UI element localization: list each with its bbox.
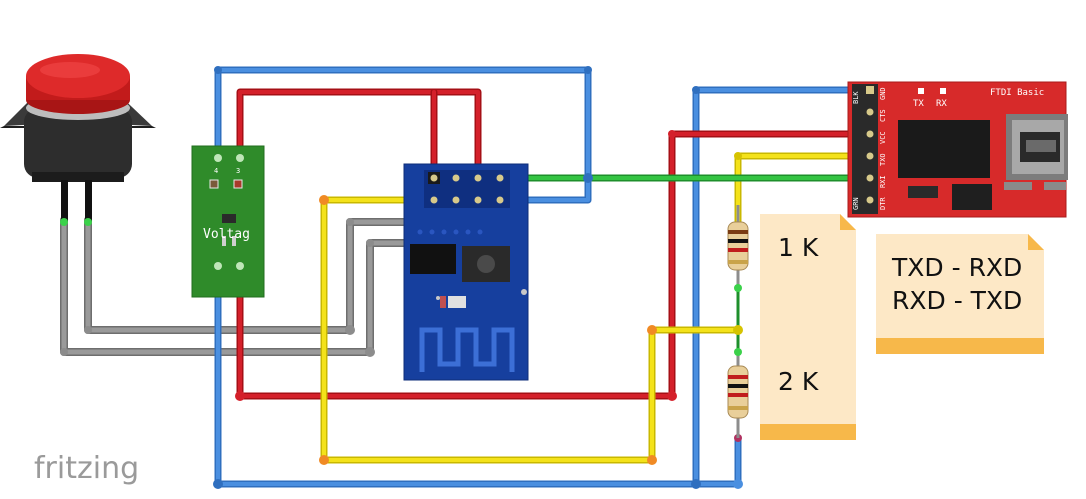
note-mapping-line-1: TXD - RXD — [891, 253, 1022, 282]
svg-text:RXI: RXI — [879, 175, 887, 188]
ftdi-rx-led-label: RX — [936, 99, 947, 109]
esp-antenna-trace — [419, 327, 515, 372]
resistor-2k — [727, 348, 749, 438]
push-button — [0, 54, 156, 226]
ftdi-basic-board: BLK GND CTS VCC TXO RXI DTR GRN TX RX FT… — [847, 81, 1068, 218]
ftdi-tx-led-label: TX — [913, 99, 924, 109]
svg-text:GND: GND — [879, 87, 887, 100]
ftdi-pin-headers — [866, 86, 874, 204]
note-uart-mapping: TXD - RXD RXD - TXD — [876, 234, 1044, 354]
note-2k-text: 2 K — [778, 367, 819, 396]
note-mapping-line-2: RXD - TXD — [892, 286, 1022, 315]
svg-text:VCC: VCC — [879, 131, 887, 144]
esp01-module — [403, 163, 529, 381]
voltage-regulator-board: 4 3 Voltag — [191, 145, 265, 298]
regulator-pin-right-label: 3 — [236, 167, 240, 175]
svg-text:CTS: CTS — [879, 109, 887, 122]
svg-text:TXO: TXO — [879, 153, 887, 166]
fritzing-watermark: fritzing — [34, 451, 139, 486]
regulator-pin-left-label: 4 — [214, 167, 218, 175]
regulator-label: Voltag — [203, 227, 250, 242]
wire-junctions — [60, 66, 743, 489]
svg-text:DTR: DTR — [879, 197, 887, 210]
ftdi-pin-labels: BLK GND CTS VCC TXO RXI DTR GRN — [852, 87, 887, 210]
svg-text:BLK: BLK — [852, 91, 860, 104]
usb-connector — [1004, 114, 1068, 190]
ftdi-title: FTDI Basic — [990, 88, 1044, 98]
note-1k-text: 1 K — [778, 233, 819, 262]
esp-header-pins — [428, 172, 504, 204]
svg-text:GRN: GRN — [852, 197, 860, 210]
note-1k: 1 K 2 K — [760, 214, 856, 440]
resistor-1k — [727, 205, 749, 292]
